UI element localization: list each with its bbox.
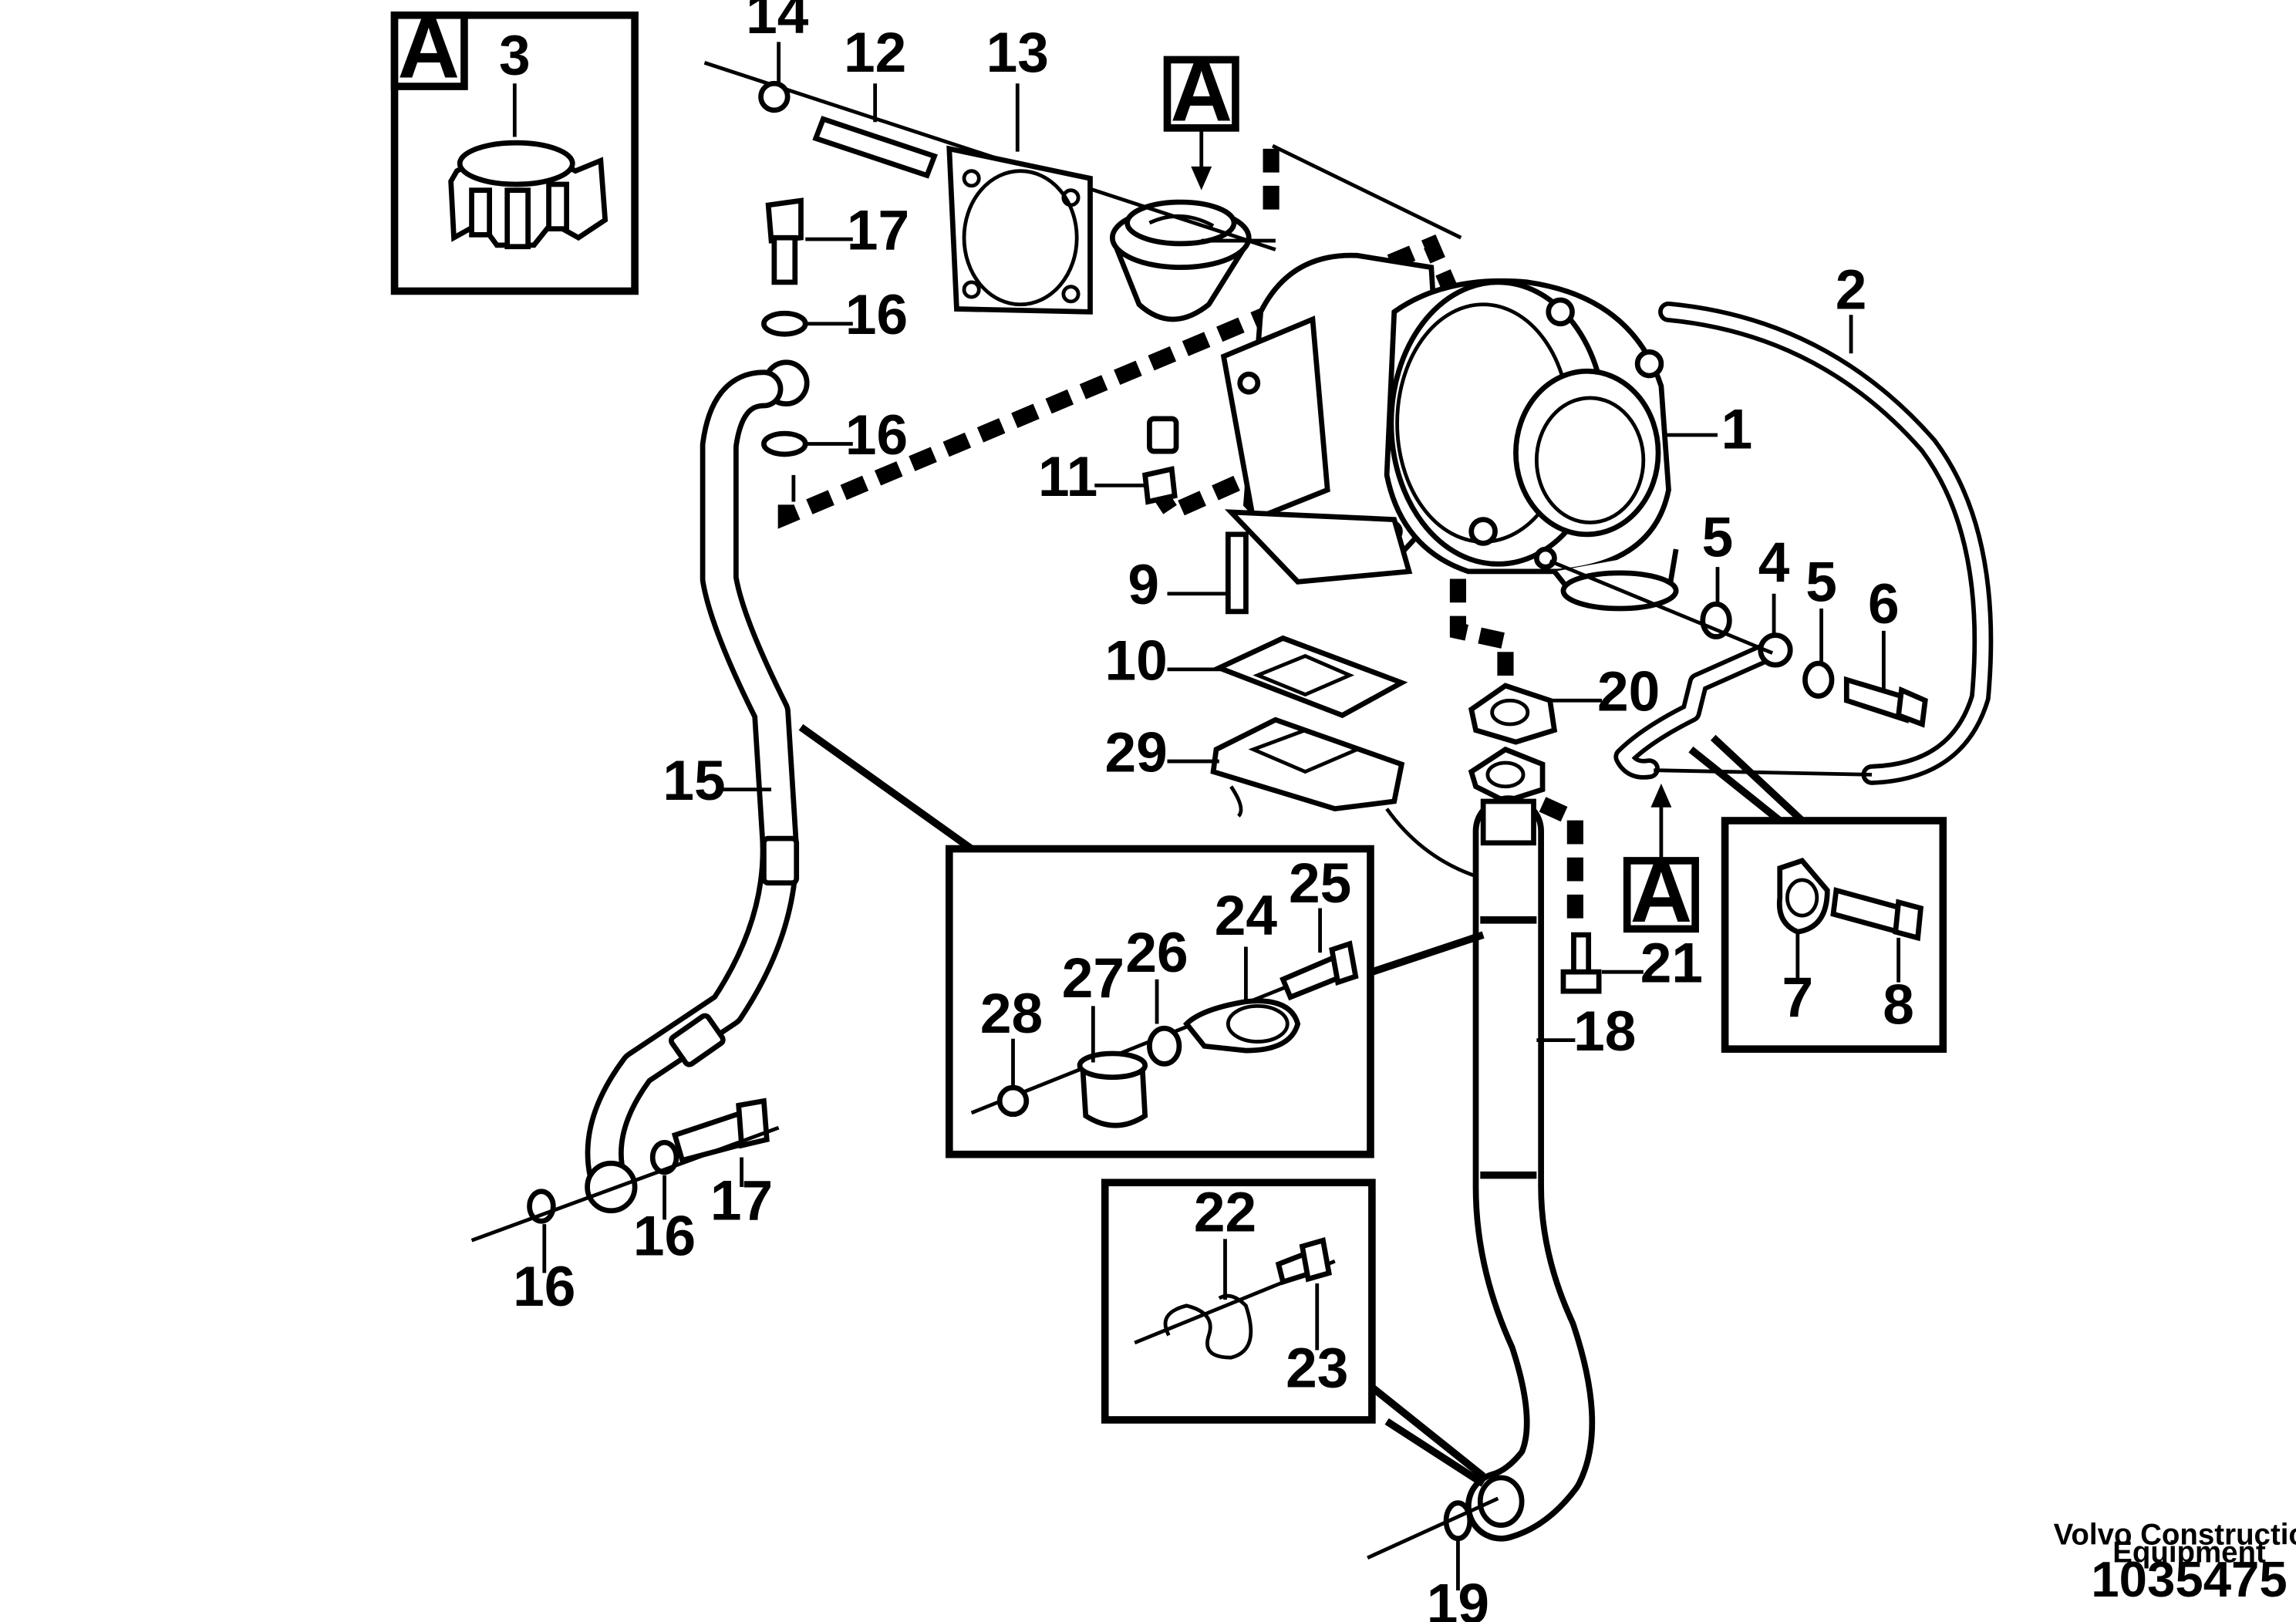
bolt-part-21: [1560, 932, 1602, 994]
credit-block: Volvo Construction Equipment 1035475: [2054, 1518, 2296, 1607]
credit-line-2: Equipment: [2112, 1536, 2266, 1570]
label-part-5b: 5: [1805, 551, 1837, 613]
top-banjo-bolt: [761, 197, 810, 457]
detail-box-p-clip: [1688, 734, 1947, 1053]
detail-box-clamp-parts: [798, 723, 1485, 1158]
label-part-8: 8: [1883, 973, 1914, 1036]
detail-box-spring-clip: [1101, 1179, 1486, 1487]
label-part-10: 10: [1104, 629, 1167, 692]
label-part-7: 7: [1782, 966, 1814, 1029]
label-part-22: 22: [1194, 1182, 1256, 1244]
label-part-14: 14: [746, 0, 809, 46]
label-part-16c: 16: [633, 1205, 696, 1267]
label-part-13: 13: [986, 22, 1049, 84]
label-part-28: 28: [980, 983, 1043, 1045]
label-part-5a: 5: [1702, 507, 1734, 569]
drain-tube-assembly: [1367, 683, 1596, 1560]
label-part-9: 9: [1128, 554, 1159, 616]
label-part-27: 27: [1062, 947, 1124, 1010]
callout-a-top: A: [1163, 42, 1239, 191]
label-part-2: 2: [1836, 259, 1867, 322]
label-part-16b: 16: [845, 404, 908, 467]
label-part-23: 23: [1286, 1337, 1348, 1400]
label-part-25: 25: [1289, 852, 1351, 915]
callout-a-right: A: [1623, 783, 1699, 940]
label-part-11: 11: [1038, 446, 1097, 508]
oil-pipe-part-15: [470, 369, 800, 1243]
label-part-18: 18: [1573, 1000, 1636, 1063]
inlet-stud-gasket: [703, 60, 1276, 315]
turbocharger: [1147, 252, 1718, 612]
label-part-24: 24: [1215, 885, 1278, 947]
label-part-3: 3: [499, 25, 531, 87]
credit-line-1: Volvo Construction: [2054, 1518, 2296, 1551]
label-part-17b: 17: [710, 1169, 773, 1232]
label-part-26: 26: [1125, 922, 1188, 984]
callout-letter: A: [398, 0, 460, 96]
label-part-1: 1: [1721, 398, 1753, 460]
label-part-16a: 16: [845, 284, 908, 346]
callout-letter-box: [390, 11, 468, 90]
label-part-15: 15: [663, 750, 725, 812]
label-part-12: 12: [844, 22, 906, 84]
label-part-20: 20: [1597, 661, 1660, 723]
label-part-16d: 16: [513, 1256, 575, 1318]
label-part-6: 6: [1868, 573, 1900, 636]
label-part-21: 21: [1640, 932, 1703, 995]
nut-part-11: [1141, 466, 1178, 505]
label-part-29: 29: [1104, 722, 1167, 784]
label-part-4: 4: [1758, 531, 1790, 594]
label-part-19: 19: [1427, 1573, 1489, 1622]
label-part-17a: 17: [847, 200, 909, 262]
svg-text:A: A: [1170, 42, 1232, 139]
document-number: 1035475: [2091, 1551, 2288, 1607]
flange-stud-gaskets: [1210, 531, 1484, 881]
hose-part-2: [1658, 301, 1994, 785]
heat-shield: [1109, 199, 1252, 322]
leader-lines: [512, 42, 1901, 1591]
part-number-labels: 1 2 3 4 5 5 6 7 8 9 10 11 12 13 14 15 16…: [499, 0, 1914, 1622]
detail-box-a-part-3: A: [390, 0, 639, 295]
oil-feed-banjo-assembly: [1549, 559, 1928, 780]
